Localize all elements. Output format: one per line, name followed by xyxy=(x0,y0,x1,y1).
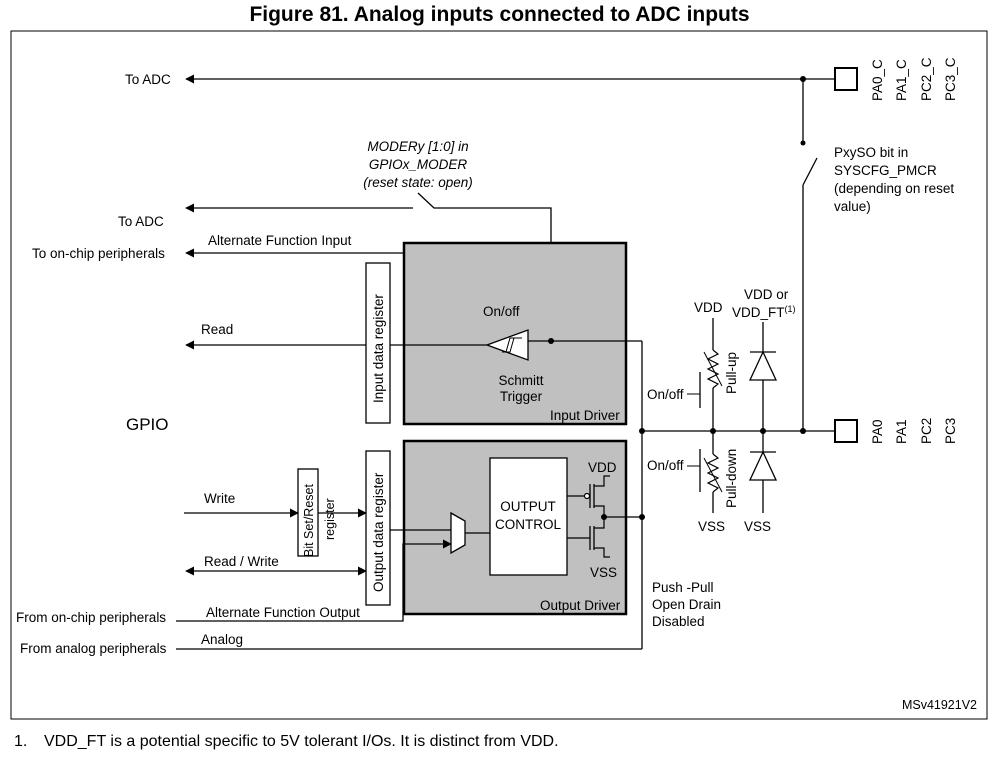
vss-left-label: VSS xyxy=(698,519,725,534)
diode-lower xyxy=(748,450,778,481)
svg-text:(depending on reset: (depending on reset xyxy=(834,181,954,196)
trigger-label: Trigger xyxy=(500,389,543,404)
figure-title: Figure 81. Analog inputs connected to AD… xyxy=(249,3,750,26)
pin-c-label: PC2_C xyxy=(919,57,934,101)
ref-code: MSv41921V2 xyxy=(902,698,977,712)
pin-c-label: PC3_C xyxy=(943,57,958,101)
input-data-register xyxy=(365,262,391,424)
svg-text:PxySO bit in: PxySO bit in xyxy=(834,145,908,160)
pin-label: PA1 xyxy=(894,419,909,444)
svg-text:(reset state: open): (reset state: open) xyxy=(363,175,473,190)
bit-set-reset-label: Bit Set/Reset xyxy=(302,484,316,557)
pin-label: PC2 xyxy=(919,418,934,444)
svg-text:Push -Pull: Push -Pull xyxy=(652,580,714,595)
svg-text:Open Drain: Open Drain xyxy=(652,597,721,612)
output-data-register xyxy=(365,450,391,606)
moder-label: MODERy [1:0] in GPIOx_MODER (reset state… xyxy=(363,139,473,190)
gpio-label: GPIO xyxy=(126,415,169,434)
output-control-block xyxy=(489,457,568,576)
pull-up-resistor xyxy=(706,349,720,389)
pin-c-label: PA1_C xyxy=(894,59,909,101)
diagram-frame xyxy=(10,30,988,720)
pin-label: PC3 xyxy=(943,418,958,444)
alt-func-input-label: Alternate Function Input xyxy=(208,233,352,248)
footnote: 1. VDD_FT is a potential specific to 5V t… xyxy=(14,733,559,751)
pxyso-label: PxySO bit in SYSCFG_PMCR (depending on r… xyxy=(834,145,954,214)
vdd-out-label: VDD xyxy=(588,460,617,475)
vdd-ft-label: VDD_FT(1) xyxy=(732,304,796,320)
footnote-text: VDD_FT is a potential specific to 5V tol… xyxy=(44,733,559,750)
hysteresis-icon xyxy=(502,337,522,353)
svg-text:MODERy [1:0] in: MODERy [1:0] in xyxy=(367,139,468,154)
output-label: OUTPUT xyxy=(500,499,556,514)
svg-text:SYSCFG_PMCR: SYSCFG_PMCR xyxy=(834,163,937,178)
analog-label: Analog xyxy=(201,632,243,647)
pull-up-label: Pull-up xyxy=(724,352,739,394)
pull-down-label: Pull-down xyxy=(724,449,739,508)
input-data-register-label: Input data register xyxy=(371,294,386,403)
footnote-number: 1. xyxy=(14,733,28,750)
input-driver-label: Input Driver xyxy=(550,408,620,423)
output-driver-label: Output Driver xyxy=(540,598,621,613)
pin-pad xyxy=(834,419,858,443)
write-label: Write xyxy=(204,491,235,506)
pin-labels: PA0 PA1 PC2 PC3 xyxy=(870,418,958,444)
schmitt-label: Schmitt xyxy=(498,373,543,388)
alt-func-output-label: Alternate Function Output xyxy=(206,605,360,620)
svg-text:value): value) xyxy=(834,199,871,214)
from-analog-label: From analog peripherals xyxy=(20,641,167,656)
vss-out-label: VSS xyxy=(590,565,617,580)
pull-up-onoff-label: On/off xyxy=(647,387,684,402)
to-onchip-label: To on-chip peripherals xyxy=(32,246,165,261)
read-label: Read xyxy=(201,322,233,337)
pin-c-label: PA0_C xyxy=(870,59,885,101)
pin-c-labels: PA0_C PA1_C PC2_C PC3_C xyxy=(870,57,958,101)
diode-upper xyxy=(748,350,778,381)
to-adc-top-label: To ADC xyxy=(125,72,171,87)
pin-label: PA0 xyxy=(870,419,885,444)
register-label: register xyxy=(323,498,337,540)
svg-text:GPIOx_MODER: GPIOx_MODER xyxy=(369,157,468,172)
vdd-or-label: VDD or xyxy=(744,287,789,302)
vss-right-label: VSS xyxy=(744,519,771,534)
top-adc-path xyxy=(185,74,835,431)
read-write-label: Read / Write xyxy=(204,554,279,569)
output-data-register-label: Output data register xyxy=(371,472,386,592)
pull-down-onoff-label: On/off xyxy=(647,458,684,473)
svg-text:Disabled: Disabled xyxy=(652,614,705,629)
pull-down-resistor xyxy=(706,453,720,493)
push-pull-label: Push -Pull Open Drain Disabled xyxy=(652,580,721,629)
output-transistors xyxy=(567,475,642,558)
input-driver-block xyxy=(402,241,628,426)
to-adc-mid-label: To ADC xyxy=(118,214,164,229)
schmitt-onoff-label: On/off xyxy=(483,304,520,319)
vdd-pullup-label: VDD xyxy=(694,300,723,315)
control-label: CONTROL xyxy=(495,517,561,532)
from-onchip-label: From on-chip peripherals xyxy=(16,610,166,625)
pin-pad-c xyxy=(834,67,858,91)
